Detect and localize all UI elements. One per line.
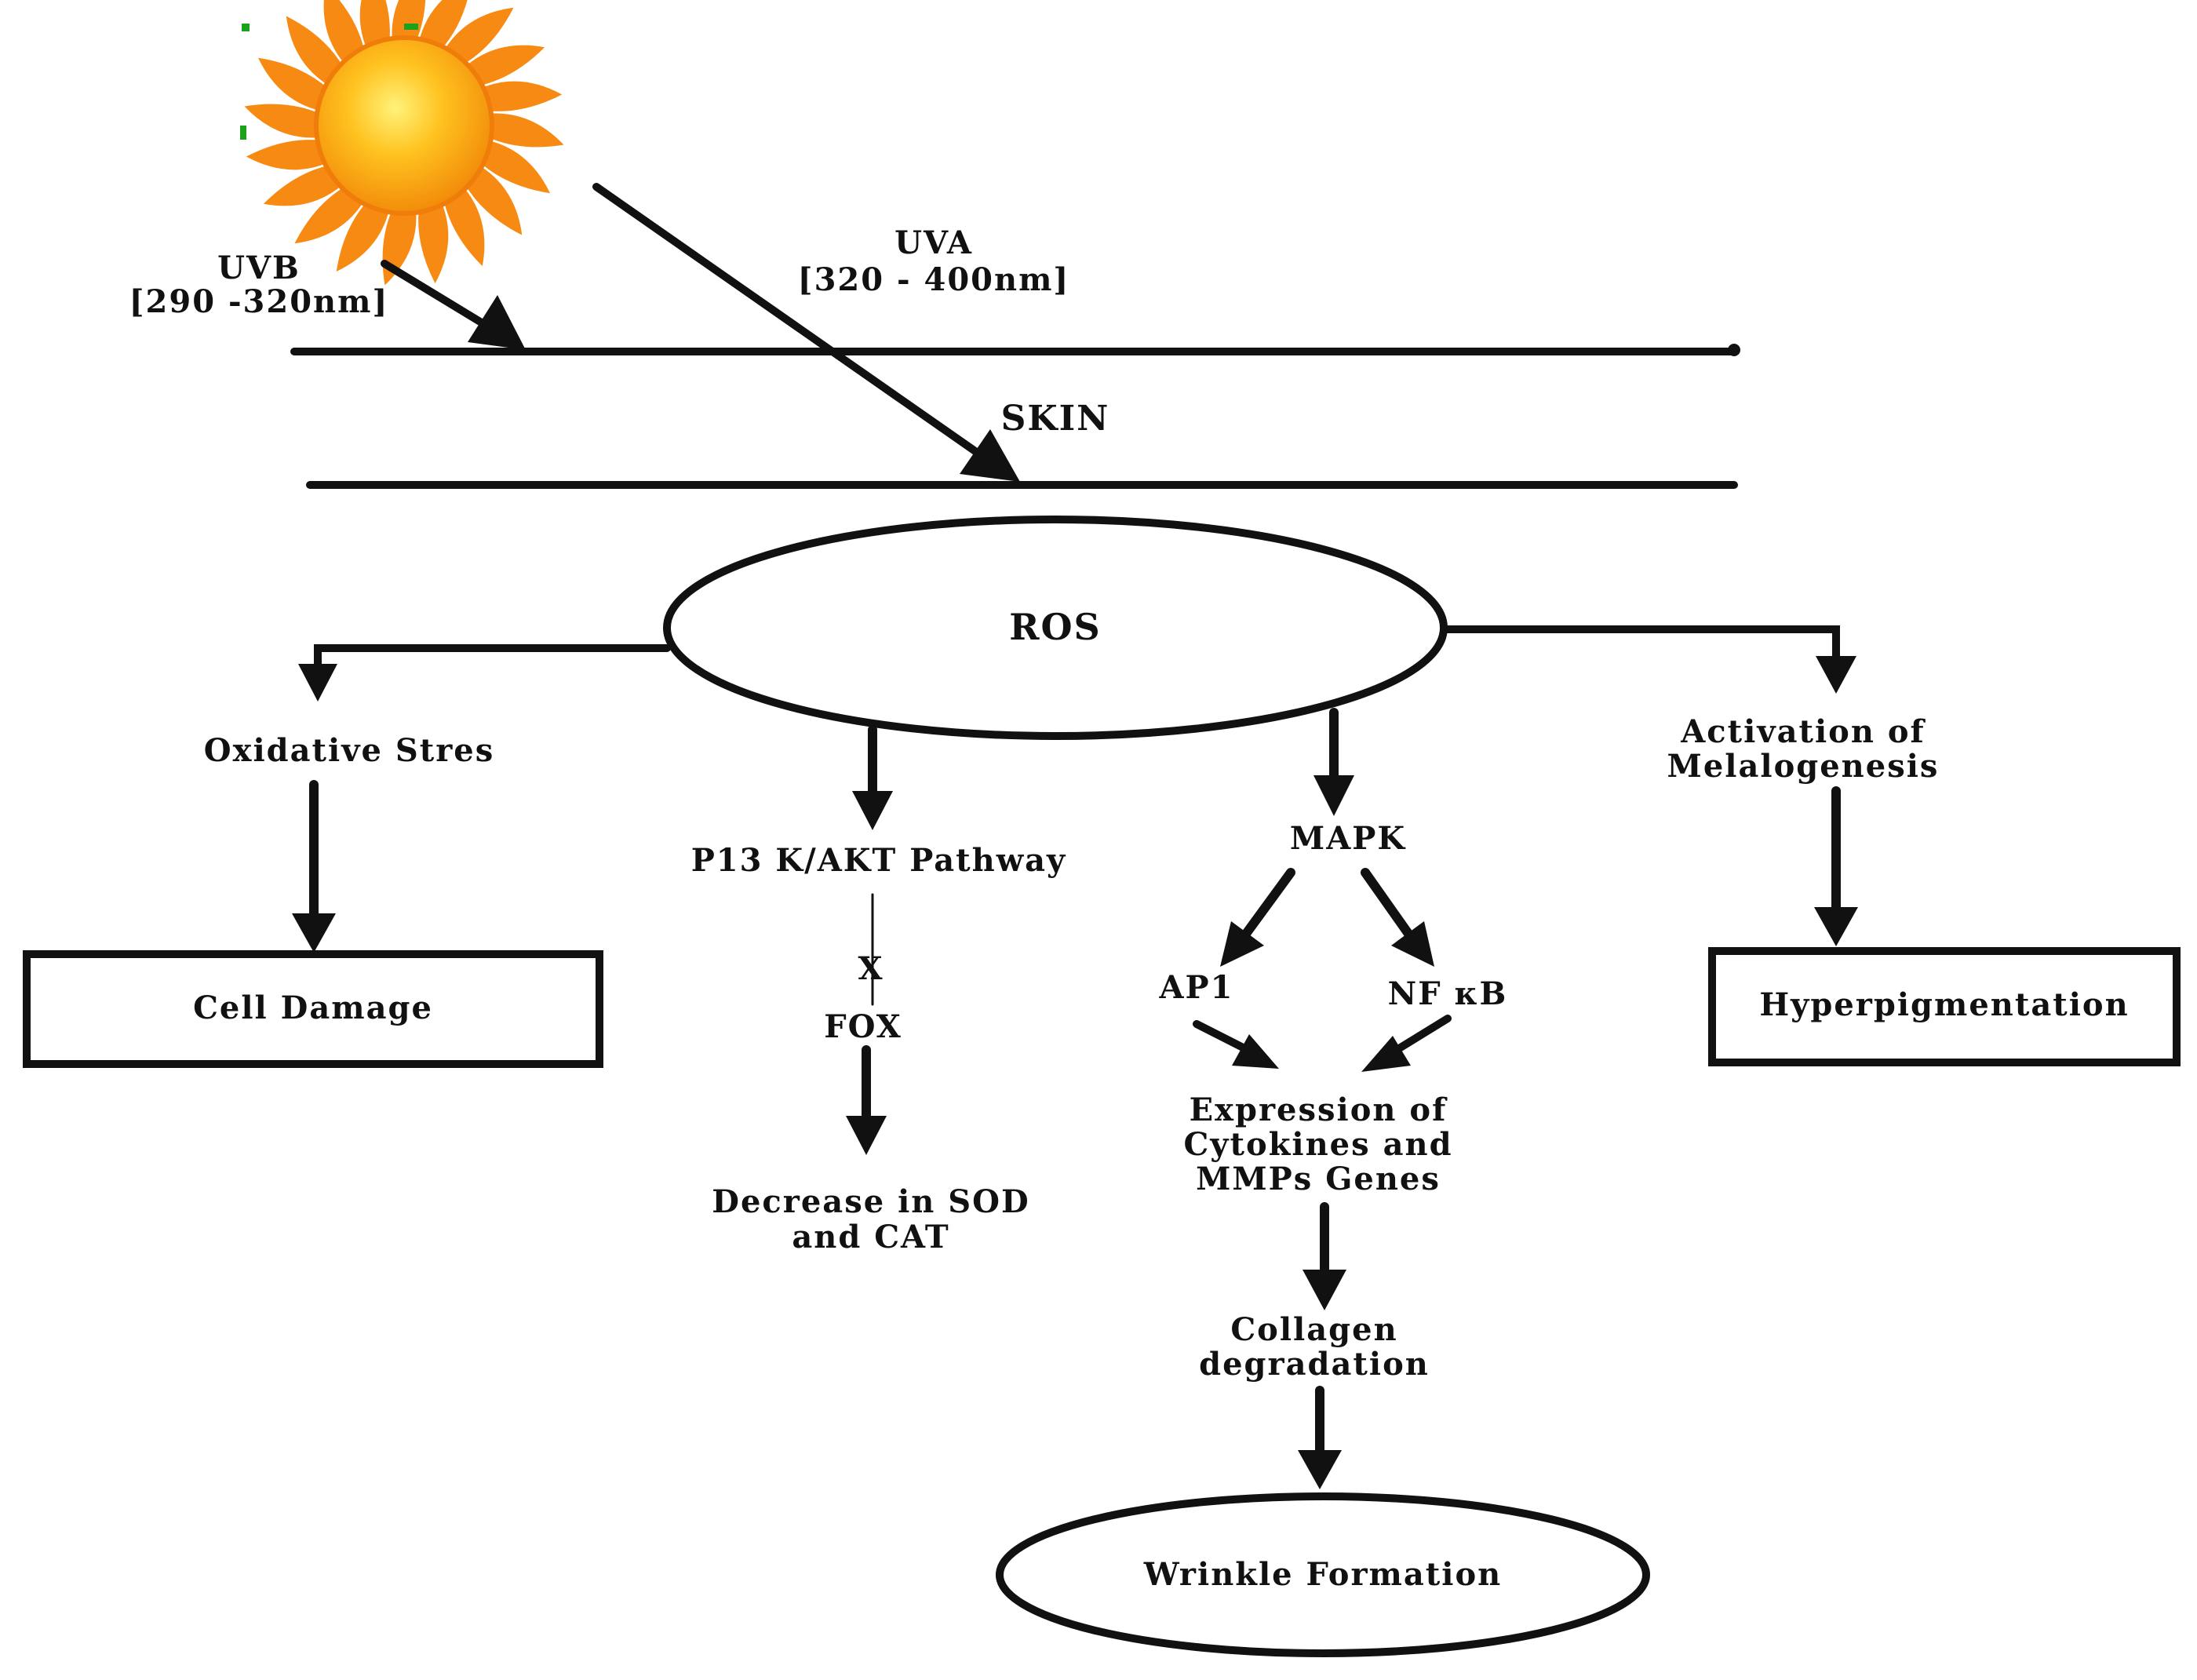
skin-top-line-end bbox=[1728, 344, 1740, 356]
sun-icon bbox=[240, 0, 564, 286]
hyperpigmentation-box bbox=[1708, 947, 2181, 1066]
selection-handle bbox=[404, 24, 418, 30]
sun-ray bbox=[263, 165, 344, 206]
fox-to-decrease-arrow bbox=[846, 1045, 887, 1155]
sun-core bbox=[314, 35, 494, 216]
pi3k-pathway-label: P13 K/AKT Pathway bbox=[691, 842, 1067, 879]
sun-ray bbox=[480, 81, 563, 111]
uvb-arrow bbox=[381, 260, 526, 350]
decrease-sod-label-line2: and CAT bbox=[792, 1219, 949, 1255]
collagen-label-line2: degradation bbox=[1199, 1346, 1430, 1383]
melanogenesis-label-line1: Activation of bbox=[1680, 713, 1926, 750]
collagen-label-line1: Collagen bbox=[1230, 1311, 1397, 1348]
selection-handle bbox=[240, 126, 246, 140]
sun-ray bbox=[244, 104, 321, 138]
uva-arrow bbox=[592, 183, 1020, 482]
sun-ray bbox=[487, 113, 564, 148]
sun-ray bbox=[418, 202, 449, 284]
ros-label: ROS bbox=[1009, 606, 1102, 648]
ros-to-mapk-arrow bbox=[1313, 708, 1354, 816]
wrinkle-formation-node bbox=[996, 1492, 1650, 1657]
sun-ray bbox=[465, 45, 545, 86]
sun-ray bbox=[286, 16, 344, 86]
oxidative-stress-label: Oxidative Stres bbox=[204, 732, 494, 769]
fox-label: FOX bbox=[824, 1008, 902, 1045]
ros-to-oxidative-arrow bbox=[298, 644, 671, 702]
wrinkle-formation-label: Wrinkle Formation bbox=[1143, 1556, 1502, 1593]
nfkb-to-expression-arrow bbox=[1361, 1015, 1452, 1072]
skin-label: SKIN bbox=[1001, 399, 1110, 439]
oxidative-to-cell-damage-arrow bbox=[292, 780, 336, 953]
uvb-range-label: [290 -320nm] bbox=[129, 283, 389, 320]
sun-ray bbox=[294, 186, 365, 244]
decrease-sod-label-line1: Decrease in SOD bbox=[712, 1183, 1029, 1220]
expression-label-line2: Cytokines and bbox=[1183, 1126, 1452, 1163]
ap1-label: AP1 bbox=[1159, 969, 1234, 1006]
inhibition-mark: X bbox=[858, 950, 884, 987]
uva-label: UVA bbox=[894, 224, 973, 261]
sun-rays bbox=[244, 0, 564, 286]
sun-ray bbox=[465, 165, 523, 235]
sun-ray bbox=[246, 140, 328, 170]
selection-handle bbox=[242, 24, 250, 31]
melanogenesis-to-hyperpigmentation-arrow bbox=[1814, 786, 1858, 946]
mapk-to-ap1-arrow bbox=[1220, 868, 1295, 967]
sun-ray bbox=[443, 186, 485, 267]
cell-damage-label: Cell Damage bbox=[193, 989, 433, 1026]
uvb-label: UVB bbox=[217, 250, 301, 286]
mapk-label: MAPK bbox=[1290, 820, 1406, 857]
expression-label-line3: MMPs Genes bbox=[1196, 1161, 1441, 1197]
sun-ray bbox=[392, 0, 426, 42]
expression-to-collagen-arrow bbox=[1303, 1202, 1346, 1310]
mapk-to-nfkb-arrow bbox=[1361, 868, 1434, 967]
ros-to-melanogenesis-arrow bbox=[1440, 625, 1856, 694]
sun-ray bbox=[323, 0, 365, 65]
ros-to-pi3k-arrow bbox=[852, 725, 893, 830]
sun-ray bbox=[418, 0, 468, 49]
sun-ray bbox=[480, 140, 550, 194]
sun-ray bbox=[258, 57, 328, 111]
nfkb-label: NF κB bbox=[1388, 975, 1508, 1012]
cell-damage-box bbox=[23, 950, 603, 1068]
melanogenesis-label-line2: Melalogenesis bbox=[1667, 748, 1940, 785]
uva-range-label: [320 - 400nm] bbox=[798, 261, 1070, 298]
ap1-to-expression-arrow bbox=[1193, 1020, 1279, 1069]
collagen-to-wrinkle-arrow bbox=[1298, 1386, 1342, 1489]
sun-ray bbox=[443, 7, 514, 65]
sun-ray bbox=[359, 0, 390, 49]
sun-ray bbox=[336, 202, 390, 271]
expression-label-line1: Expression of bbox=[1190, 1091, 1448, 1128]
hyperpigmentation-label: Hyperpigmentation bbox=[1759, 986, 2129, 1023]
